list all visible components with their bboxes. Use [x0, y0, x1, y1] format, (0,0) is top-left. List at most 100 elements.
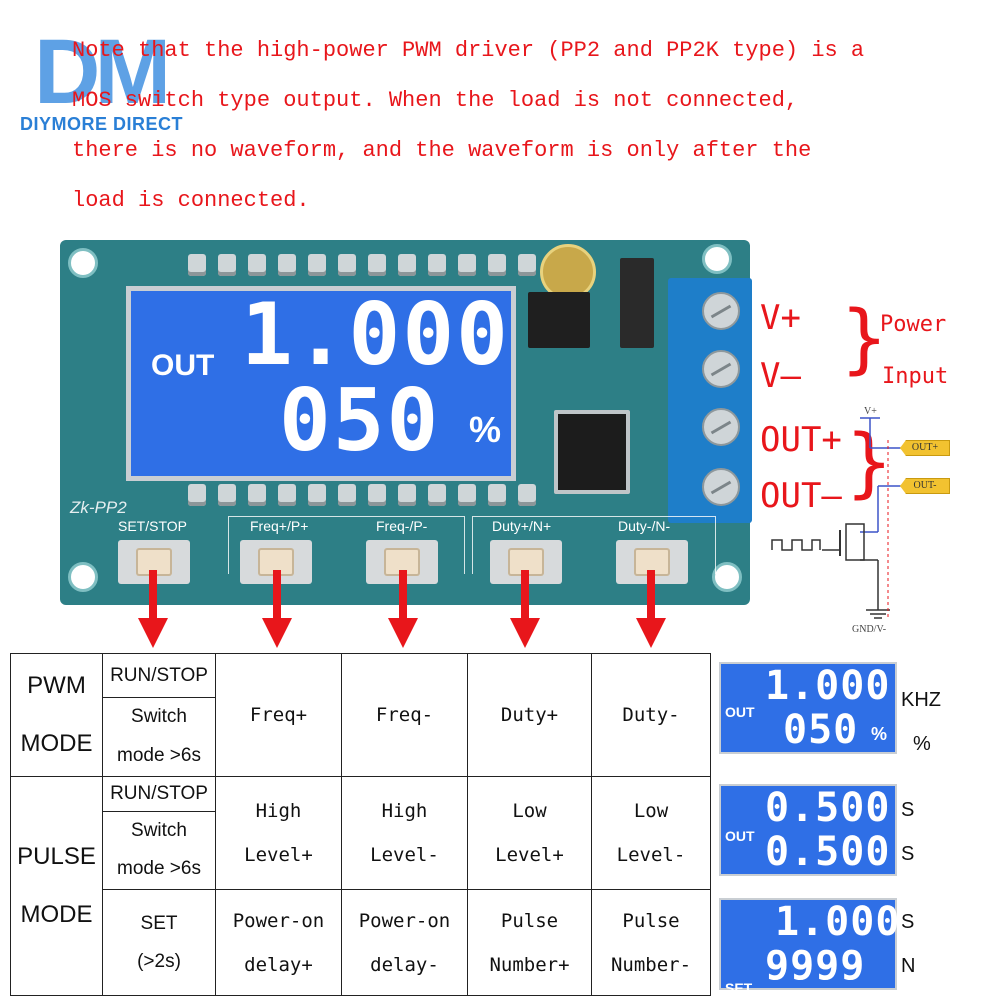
circuit-svg: V+ GND/V- [771, 406, 900, 635]
pwm-switch-sub: mode >6s [102, 736, 216, 777]
set-line1: SET [140, 912, 178, 934]
power-word: Power [880, 312, 947, 337]
set-mini-lcd: SET 1.000 9999 [719, 897, 901, 996]
output-circuit-diagram: V+ GND/V- OUT+ OUT- [760, 400, 990, 640]
arrow-down-icon [636, 570, 666, 648]
lcd-value-top: 1.000 [241, 285, 510, 385]
pwm-unit-bottom: % [913, 732, 931, 755]
arrow-down-icon [510, 570, 540, 648]
logo-letters: DM [34, 21, 171, 123]
mosfet [554, 410, 630, 494]
pwm-switch: Switch [102, 697, 216, 736]
circuit-gnd-label: GND/V- [852, 624, 886, 635]
pulse-unit-top: S [901, 799, 915, 821]
pwm-mini-lcd: OUT 1.000 050 % [719, 661, 897, 754]
button-label-set-stop: SET/STOP [118, 518, 187, 534]
button-label-freq-minus: Freq-/P- [376, 518, 428, 534]
set-lcd-value2: 9999 [765, 942, 866, 989]
brand-logo: DM DIYMORE DIRECT [18, 26, 218, 136]
board-model: Zk-PP2 [70, 498, 127, 517]
set-lcd-cell: SET 1.000 9999 S N [711, 890, 991, 996]
pulse-lcd-value2: 0.500 [765, 829, 891, 875]
pulse-mode-line1: PULSE [17, 842, 96, 870]
pulse-lcd-value1: 0.500 [765, 785, 891, 831]
logo-name: DIYMORE DIRECT [20, 114, 184, 134]
mount-hole [68, 248, 98, 278]
arrow-down-icon [262, 570, 292, 648]
terminal-label-vplus: V+ [760, 298, 801, 338]
button-label-duty-minus: Duty-/N- [618, 518, 671, 534]
terminal-label-vminus: V– [760, 356, 801, 396]
circuit-vcc-label: V+ [864, 406, 877, 417]
pulse-switch-sub: mode >6s [102, 849, 216, 890]
screw [702, 350, 740, 388]
chip [528, 292, 590, 348]
out-plus-tag: OUT+ [900, 440, 950, 456]
pwm-lcd-value2: 050 [783, 706, 859, 753]
terminal-label-outminus: OUT– [760, 476, 842, 516]
pulse-unit-bottom: S [901, 843, 915, 865]
terminal-label-outplus: OUT+ [760, 420, 842, 460]
pwm-unit-top: KHZ [901, 688, 941, 711]
set-unit-bottom: N [901, 954, 916, 977]
pwm-mode-line2: MODE [20, 729, 93, 757]
set-line2: (>2s) [137, 950, 181, 972]
pwm-freq-plus: Freq+ [215, 653, 342, 777]
screw [702, 292, 740, 330]
screw [702, 468, 740, 506]
pulse-mode-cell: PULSE MODE [10, 775, 103, 996]
brace-power: } [840, 293, 889, 382]
pwm-lcd-cell: OUT 1.000 050 % KHZ % [711, 654, 991, 777]
pwm-lcd-label: OUT [725, 703, 755, 720]
lcd-pins-bottom [188, 484, 536, 506]
pulse-switch: Switch [102, 810, 216, 850]
brace-output: } [845, 417, 894, 506]
set-cell: SET (>2s) [102, 889, 216, 996]
note-line: MOS switch type output. When the load is… [72, 88, 799, 113]
input-word: Input [882, 364, 949, 389]
out-minus-tag: OUT- [900, 478, 950, 494]
screw-terminal [668, 278, 752, 523]
arrow-down-icon [138, 570, 168, 648]
lcd-value-bottom: 050 [279, 371, 441, 471]
button-label-freq-plus: Freq+/P+ [250, 518, 309, 534]
mount-hole [712, 562, 742, 592]
note-line: Note that the high-power PWM driver (PP2… [72, 38, 865, 63]
pulse-lcd-label: OUT [725, 828, 755, 844]
pwm-board: OUT 1.000 050 % Zk-PP2 SET/STOP Freq+/P+… [60, 240, 752, 605]
pwm-lcd-value1: 1.000 [765, 662, 891, 709]
set-lcd-value1: 1.000 [775, 898, 901, 945]
lcd-pins-top [188, 254, 536, 276]
pwm-lcd-percent: % [871, 723, 888, 744]
lcd-out-label: OUT [151, 349, 215, 382]
pwm-mode-line1: PWM [27, 671, 86, 699]
button-label-duty-plus: Duty+/N+ [492, 518, 552, 534]
mount-hole [68, 562, 98, 592]
mount-hole [702, 244, 732, 274]
button-group-outline [472, 516, 716, 574]
pwm-run-stop: RUN/STOP [102, 653, 216, 698]
screw [702, 408, 740, 446]
mode-table: PWM MODE RUN/STOP Freq+ Freq- Duty+ Duty… [10, 653, 991, 996]
note-text: Note that the high-power PWM driver (PP2… [72, 26, 972, 226]
button-group-outline [228, 516, 465, 574]
note-line: load is connected. [72, 188, 310, 213]
pwm-duty-plus: Duty+ [467, 653, 592, 777]
pulse-lcd-cell: OUT 0.500 0.500 S S [711, 776, 991, 890]
arrow-down-icon [388, 570, 418, 648]
set-unit-top: S [901, 910, 915, 933]
pulse-run-stop: RUN/STOP [102, 775, 216, 812]
pulse-mode-line2: MODE [20, 900, 93, 928]
lcd-percent-unit: % [469, 409, 502, 450]
lcd-display: OUT 1.000 050 % [126, 285, 516, 481]
set-lcd-label: SET [725, 979, 753, 996]
note-line: there is no waveform, and the waveform i… [72, 138, 812, 163]
